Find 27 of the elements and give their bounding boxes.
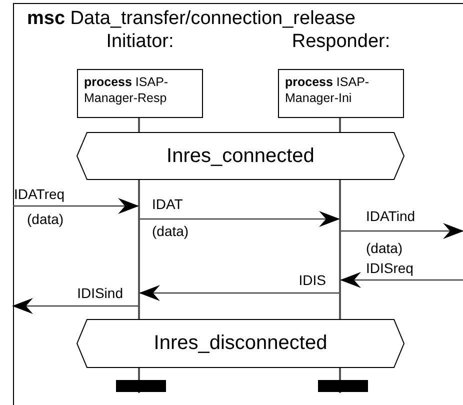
message-arrow: [12, 298, 138, 314]
process-text: process ISAP-Manager-Ini: [285, 75, 370, 106]
lifeline: [339, 118, 341, 393]
message-label: IDATreq: [14, 186, 65, 202]
message-arrow: [340, 272, 463, 288]
message-label: IDIS: [298, 272, 326, 288]
condition-text: Inres_connected: [166, 144, 314, 168]
message-arrow: [341, 223, 463, 239]
instance-name: Responder:: [292, 30, 390, 54]
message-parameter: (data): [366, 240, 403, 256]
message-parameter: (data): [152, 223, 189, 239]
message-label: IDATind: [366, 208, 416, 224]
message-label: IDISind: [76, 285, 123, 301]
message-parameter: (data): [27, 211, 64, 227]
condition-hexagon: [77, 132, 404, 180]
message-arrow: [140, 211, 340, 227]
message-label: IDAT: [152, 196, 183, 212]
message-arrow: [139, 285, 339, 301]
instance-name: Initiator:: [106, 30, 174, 54]
lifeline: [138, 118, 140, 393]
condition-text: Inres_disconnected: [154, 332, 328, 355]
message-arrow: [13, 198, 139, 214]
message-label: IDISreq: [366, 260, 414, 276]
process-text: process ISAP-Manager-Resp: [84, 75, 168, 106]
diagram-frame: [13, 3, 463, 405]
frame-label: msc Data_transfer/connection_release: [27, 8, 356, 30]
condition-hexagon: [77, 319, 404, 368]
